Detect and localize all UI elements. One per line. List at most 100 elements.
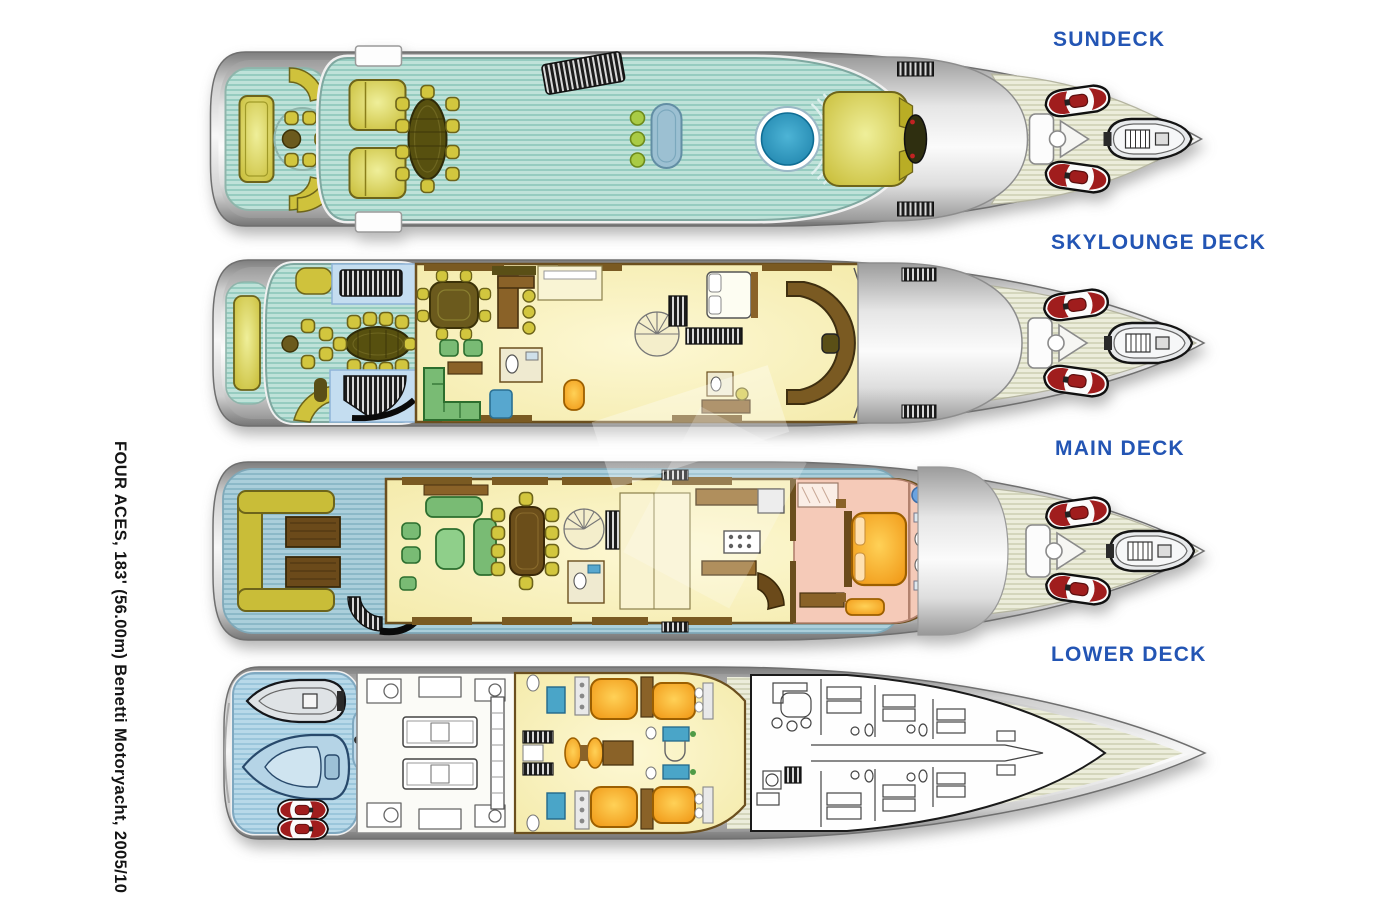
bar-stool [629,131,646,147]
stair-hatch [541,51,626,95]
owners-suite [790,478,945,624]
tv-cabinet [492,266,536,275]
wardrobe [640,676,654,718]
captains-cabin [701,271,758,414]
lobby-chair [586,737,604,769]
skylounge-deck-plan [212,259,1206,427]
study-sofa [845,598,885,616]
bar-stool [629,152,646,168]
radar-mast [903,114,928,164]
vent-hatch [901,404,937,419]
vent-hatch [661,469,689,481]
shower [489,389,513,419]
lower-deck-plan [223,666,1207,841]
tender [1102,321,1194,365]
superstructure-band [917,466,1009,636]
guest-area [513,671,747,835]
crew-area [750,674,1107,832]
guest-bed [652,682,696,720]
guest-lobby [522,730,686,776]
bar-stool [629,110,646,126]
main-interior [384,469,948,633]
guest-cabin-fwd-bottom [645,764,714,824]
skylounge-interior [414,262,864,424]
laundry-hatch [784,766,802,784]
bathroom-unit [546,686,566,714]
label-lower-deck: LOWER DECK [1051,643,1207,666]
yacht-caption: FOUR ACES, 183' (56.00m) Benetti Motorya… [111,441,129,894]
jetski [277,817,329,841]
helm-chair [821,333,840,354]
headboard [844,511,852,587]
fridge [757,488,785,514]
stored-tender [245,678,347,724]
bathroom-unit [546,792,566,820]
aft-table [285,516,341,548]
armchair [401,546,421,564]
wardrobe [640,788,654,830]
stored-boat [241,733,351,801]
alfresco-dining [395,84,460,194]
crew-mess-table [780,692,812,718]
bar [497,275,536,335]
armchair [463,339,483,357]
label-sundeck: SUNDECK [1053,28,1166,51]
day-head [499,347,543,383]
aft-dining-table [332,311,417,377]
l-shaped-sofa [423,367,481,421]
control-panel [490,696,505,810]
breakfast-bar [757,571,785,611]
vent-hatch [661,621,689,633]
stove [723,530,761,554]
jetski [277,798,329,822]
aft-tier-below [225,281,271,405]
ottoman [399,576,417,591]
armchair [439,339,459,357]
side-table [281,335,299,353]
corner-settee [295,267,333,295]
wardrobe [797,482,839,508]
sundeck-plan [209,45,1204,233]
label-main-deck: MAIN DECK [1055,437,1185,460]
bathroom-unit [662,764,690,780]
sun-platform [316,45,928,233]
office-desk [701,399,751,414]
aft-settee [237,490,341,612]
engines [402,716,478,790]
superstructure [857,262,1023,424]
guest-bed [590,786,638,828]
stair-lobby [634,295,743,357]
boarding-step [354,211,403,233]
aft-sunpad [238,95,275,183]
engine-room [356,672,516,834]
aft-terrace [224,67,339,213]
guest-cabin-aft-bottom [526,786,638,832]
games-table [416,269,492,341]
lobby-chair [564,737,582,769]
stair-lobby-top [331,263,417,305]
lobby-desk [602,740,634,766]
guest-cabin-aft-top [526,674,638,720]
foredeck-toys [1027,286,1194,400]
foredeck-toys [1028,82,1193,196]
sofa [425,496,483,518]
bathroom-unit [662,726,690,742]
helm-console [786,281,856,405]
jacuzzi [754,93,845,185]
crew-bunk [826,686,862,700]
foredeck-toys [1025,494,1196,608]
salon [399,484,497,591]
galley [695,488,785,611]
coffee-table [447,361,483,375]
stair-lobby-bottom [329,369,417,423]
tender [1104,529,1196,573]
boarding-step [354,45,403,67]
label-skylounge: SKYLOUNGE DECK [1051,231,1267,254]
pantry-corridor [619,492,691,610]
wheelhouse [786,267,861,419]
guest-bed [652,786,696,824]
cocktail-table [281,129,302,149]
dining-area [490,491,560,591]
aft-table [285,556,341,588]
